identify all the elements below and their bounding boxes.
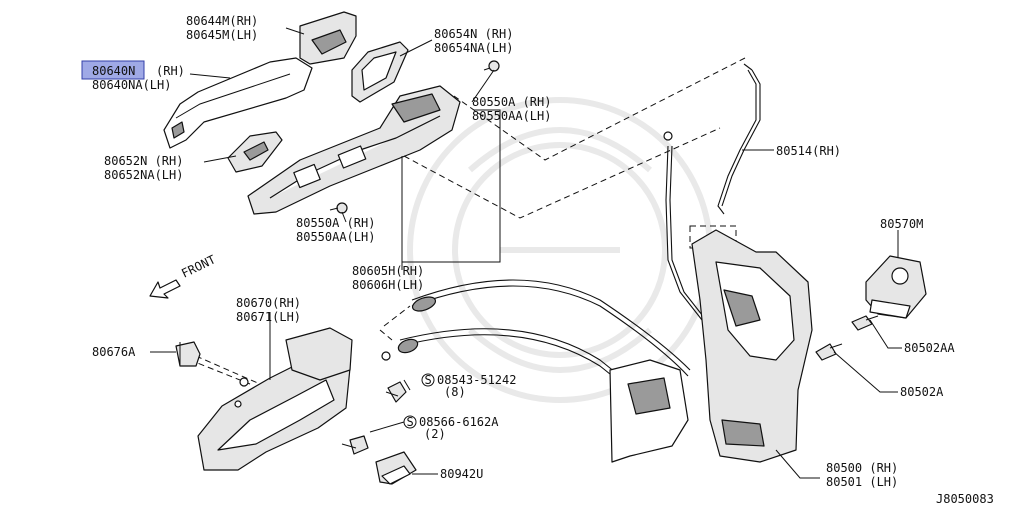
callout-lh: 80652NA(LH) [104, 168, 183, 182]
striker-part [865, 255, 927, 319]
callout-text: 80570M [880, 217, 923, 231]
lock-rod-part [717, 63, 761, 215]
front-direction-arrow: FRONT [149, 252, 218, 299]
callout-text: 08543-51242 [437, 373, 516, 387]
callout-rh: 80550A (RH) [296, 216, 375, 230]
escutcheon-part [227, 131, 283, 173]
callout-lh: 80654NA(LH) [434, 41, 513, 55]
callout-80570M: 80570M [880, 217, 923, 231]
callout-rh: 80550A (RH) [472, 95, 551, 109]
callout-80640N[interactable]: 80640N (RH) 80640NA(LH) [81, 60, 185, 92]
callout-80502A: 80502A [900, 385, 944, 399]
outside-handle-grip-part [163, 57, 313, 149]
bolt-symbol-icon [421, 373, 435, 387]
callout-80502AA: 80502AA [904, 341, 955, 355]
part-highlight-box[interactable] [81, 60, 145, 80]
callout-lh: 80645M(LH) [186, 28, 258, 42]
screw-part [329, 60, 500, 214]
callout-text: 80502A [900, 385, 944, 399]
watermark-emblem [407, 97, 713, 403]
callout-80670: 80670(RH) 80671(LH) [236, 296, 301, 324]
callout-rh: (RH) [156, 64, 185, 78]
callout-lh: 80501 (LH) [826, 475, 898, 489]
callout-rh: 80670(RH) [236, 296, 301, 310]
callout-80644M: 80644M(RH) 80645M(LH) [186, 14, 258, 42]
callout-rh: 80654N (RH) [434, 27, 513, 41]
callout-80550A-mid: 80550A (RH) 80550AA(LH) [296, 216, 375, 244]
callout-lh: 80550AA(LH) [472, 109, 551, 123]
callout-lh: 80640NA(LH) [92, 78, 171, 92]
callout-text: 80502AA [904, 341, 955, 355]
leader-lines [150, 27, 902, 479]
callout-80652N: 80652N (RH) 80652NA(LH) [104, 154, 183, 182]
door-lock-actuator-part [609, 229, 813, 463]
inside-handle-part [197, 327, 353, 471]
callout-80942U: 80942U [440, 467, 483, 481]
callout-qty: (8) [444, 385, 466, 399]
bolt-symbol-icon [403, 415, 417, 429]
clip-part [175, 341, 201, 367]
callout-80514: 80514(RH) [776, 144, 841, 158]
bolt-part [341, 381, 407, 455]
callout-08566: S 08566-6162A (2) [403, 415, 499, 441]
callout-text: 80942U [440, 467, 483, 481]
callout-80500: 80500 (RH) 80501 (LH) [826, 461, 898, 489]
callout-80676A: 80676A [92, 345, 136, 359]
callout-08543: S 08543-51242 (8) [421, 373, 516, 399]
callout-rh: 80500 (RH) [826, 461, 898, 475]
callout-80550A-top: 80550A (RH) 80550AA(LH) [472, 95, 551, 123]
handle-cap-part [299, 11, 357, 65]
hole-cover-cap-part [375, 451, 417, 485]
callout-text: 80676A [92, 345, 136, 359]
callout-lh: 80671(LH) [236, 310, 301, 324]
diagram-id: J8050083 [936, 492, 994, 506]
callout-lh: 80606H(LH) [352, 278, 424, 292]
cable-part [381, 131, 707, 415]
callout-text: 08566-6162A [419, 415, 499, 429]
reference-dashed-lines [179, 57, 746, 385]
front-label: FRONT [179, 252, 218, 280]
callout-80605H: 80605H(RH) 80606H(LH) [352, 264, 424, 292]
callout-rh: 80605H(RH) [352, 264, 424, 278]
callout-qty: (2) [424, 427, 446, 441]
callout-80654N: 80654N (RH) 80654NA(LH) [434, 27, 513, 55]
callout-rh: 80652N (RH) [104, 154, 183, 168]
callout-part-number[interactable]: 80640N [92, 64, 135, 78]
callout-rh: 80644M(RH) [186, 14, 258, 28]
callout-text: 80514(RH) [776, 144, 841, 158]
svg-text:S: S [425, 373, 432, 387]
striker-screw-part [815, 315, 879, 361]
svg-text:S: S [407, 415, 414, 429]
callout-lh: 80550AA(LH) [296, 230, 375, 244]
handle-bracket-frame-part [247, 85, 461, 215]
handle-gasket-part [351, 41, 409, 103]
